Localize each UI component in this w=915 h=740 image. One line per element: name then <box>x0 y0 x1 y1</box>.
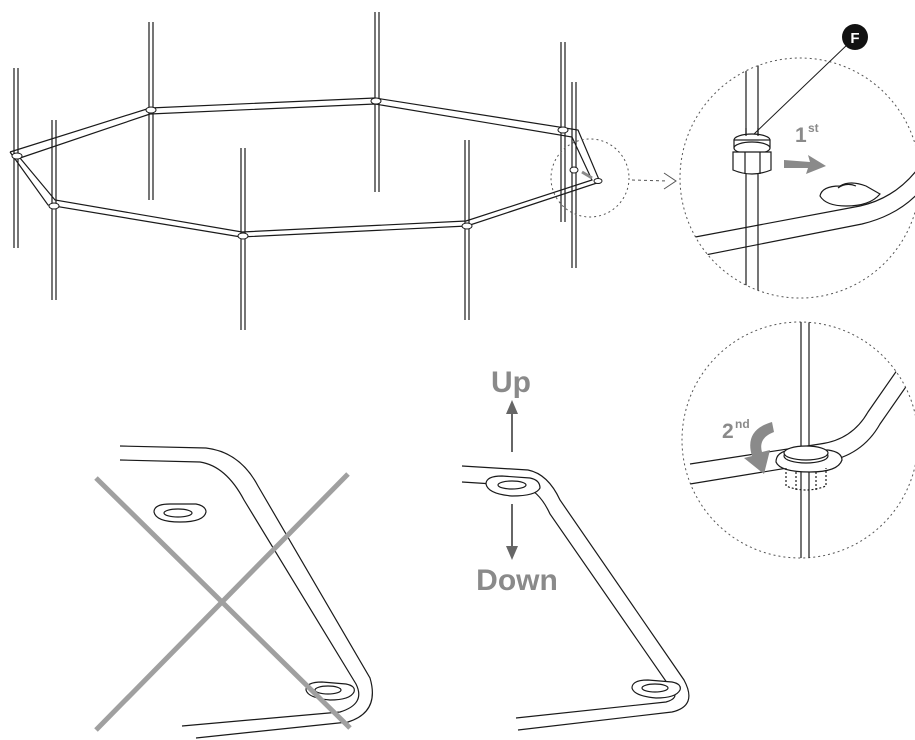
step-1-number: 1 <box>795 124 807 147</box>
down-arrow-head <box>506 546 518 560</box>
part-f-label: F <box>850 30 859 47</box>
step-2-rotate-arrow <box>744 422 774 474</box>
step-2-number: 2 <box>722 420 734 443</box>
up-arrow-head <box>506 400 518 414</box>
step-1-arrow <box>784 155 826 174</box>
detail-1-circle <box>679 57 915 299</box>
washer-and-nut <box>732 128 772 175</box>
detail-leader-arrowhead <box>663 172 677 190</box>
incorrect-orientation-panel <box>94 445 373 739</box>
detail-leader-line <box>631 179 669 182</box>
step-2-suffix: nd <box>735 417 750 431</box>
frame-slot-tab <box>819 182 881 207</box>
overview-small-arrow <box>581 170 593 180</box>
detail-step-2: 2 nd <box>681 321 915 559</box>
octagon-ring-inner <box>19 103 593 233</box>
down-label: Down <box>476 564 558 597</box>
cross-mark-b <box>94 472 350 732</box>
vertical-rods <box>13 12 577 330</box>
part-f-leader <box>753 43 849 135</box>
correct-orientation-panel: Up Down <box>461 366 690 731</box>
detail-2-circle <box>681 321 915 559</box>
octagon-frame-overview <box>9 12 677 330</box>
octagon-ring-outer <box>9 97 601 238</box>
ring-nuts <box>11 97 603 240</box>
detail-step-1: F 1 st <box>679 24 915 299</box>
detail-callout-circle <box>550 138 630 218</box>
part-f-badge <box>842 24 868 50</box>
step-1-suffix: st <box>808 121 819 135</box>
up-label: Up <box>491 366 531 399</box>
